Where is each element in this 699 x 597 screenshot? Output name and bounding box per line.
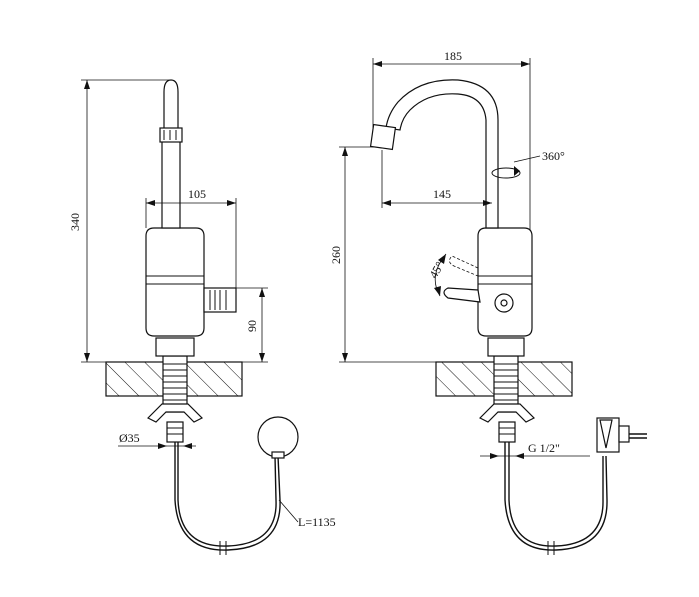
side-spout <box>161 139 181 229</box>
front-lever-raised <box>449 255 479 277</box>
side-aerator <box>159 127 183 143</box>
thread-label: G 1/2" <box>528 441 560 455</box>
dim-105-label: 105 <box>188 187 206 201</box>
callout-cable-length: L=1135 <box>278 499 336 529</box>
side-cable <box>174 442 281 551</box>
dim-105: 105 <box>145 187 237 288</box>
dim-340-label: 340 <box>68 213 82 231</box>
dim-340: 340 <box>68 79 171 363</box>
dim-145: 145 <box>381 150 492 208</box>
front-spout <box>385 79 499 229</box>
front-plug <box>596 417 647 453</box>
rotation-ellipse <box>491 167 521 179</box>
front-wing-nut <box>478 403 536 423</box>
dim-d35-label: Ø35 <box>119 431 140 445</box>
dim-260-label: 260 <box>329 246 343 264</box>
side-base-collar <box>155 337 195 357</box>
front-body <box>477 227 533 337</box>
callout-360: 360° <box>513 149 565 163</box>
side-wing-nut <box>146 403 204 423</box>
front-base-collar <box>487 337 525 357</box>
dim-45: 45° <box>426 253 447 297</box>
rotation-label: 360° <box>542 149 565 163</box>
dim-90: 90 <box>194 287 268 363</box>
dim-185: 185 <box>372 49 531 230</box>
front-lever <box>443 287 481 303</box>
dim-thread: G 1/2" <box>480 441 590 459</box>
side-lower-stem <box>166 421 184 443</box>
front-cable <box>504 442 608 551</box>
side-view: 340 105 90 Ø35 <box>68 79 336 555</box>
dim-d35: Ø35 <box>118 431 196 449</box>
side-body <box>145 227 205 337</box>
front-view: 360° 185 145 260 <box>329 49 647 555</box>
dim-185-label: 185 <box>444 49 462 63</box>
front-aerator <box>369 123 397 151</box>
dim-145-label: 145 <box>433 187 451 201</box>
dim-90-label: 90 <box>245 320 259 332</box>
side-plug <box>257 416 299 458</box>
cable-length-label: L=1135 <box>298 515 336 529</box>
dim-260: 260 <box>329 146 488 363</box>
